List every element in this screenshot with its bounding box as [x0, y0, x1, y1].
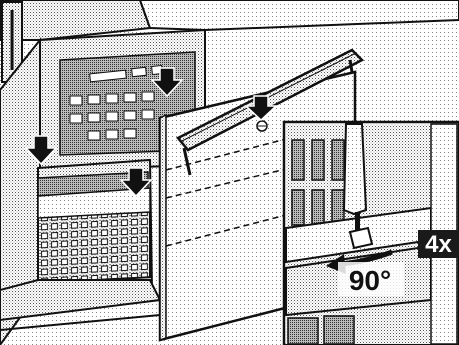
- count-label: 4x: [425, 231, 452, 258]
- count-badge: 4x: [418, 230, 459, 258]
- rotation-label: 90°: [349, 265, 391, 296]
- drawer-basket: [37, 158, 154, 302]
- drawer-rails: [0, 279, 162, 331]
- down-arrow-icon: [24, 135, 58, 166]
- down-arrow-icon: [119, 167, 153, 198]
- screwdriver-icon: [342, 123, 374, 250]
- down-arrow-icon: [150, 67, 184, 98]
- drawer-handle: [176, 48, 365, 176]
- down-arrow-icon: [244, 95, 278, 122]
- screw-icon: [256, 120, 268, 132]
